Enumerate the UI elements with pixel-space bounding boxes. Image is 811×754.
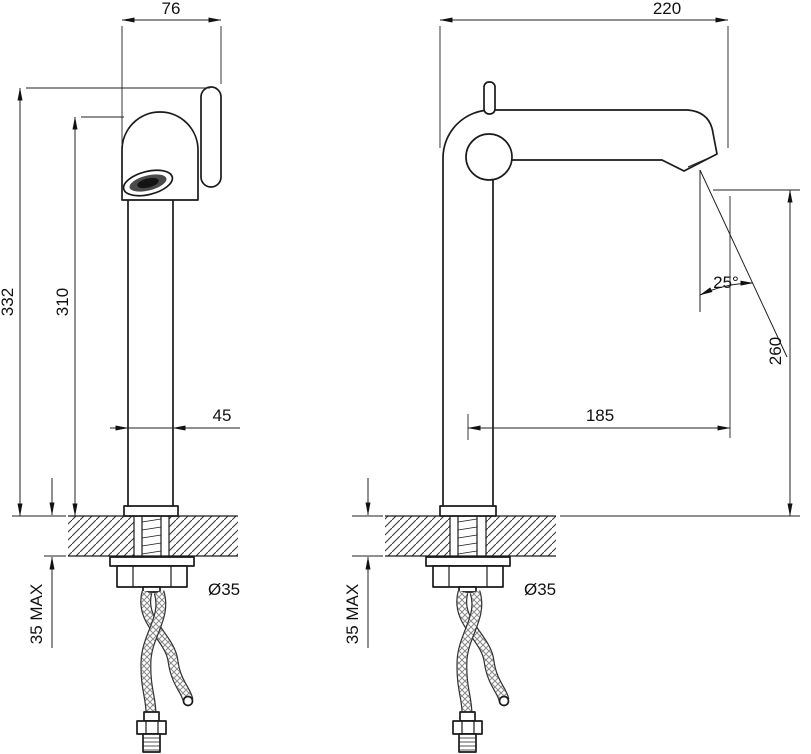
hose-connector-right [452, 711, 483, 753]
deck-hatch-left-a [68, 516, 134, 556]
dim-deck-max-right: 35 MAX [343, 584, 362, 644]
counter-section-left [68, 515, 238, 557]
hose-stub-right [458, 586, 477, 593]
hose-end-left [182, 695, 194, 707]
deck-hatch-right-b [486, 516, 556, 556]
washer-right [425, 556, 511, 567]
base-flange-left [123, 505, 179, 517]
faucet-body-right [439, 81, 718, 557]
supply-hoses-right [452, 590, 510, 753]
faucet-body-left [121, 86, 222, 557]
stream-angle: 25° [699, 169, 788, 358]
dim-spout-angle: 25° [713, 273, 739, 292]
dim-hole-diameter-right: Ø35 [524, 580, 556, 599]
right-view: 25° [343, 0, 800, 753]
base-flange-right [439, 505, 497, 517]
hose-end-right [498, 695, 510, 707]
dim-spout-reach: 185 [586, 406, 614, 425]
counter-section-right [385, 515, 556, 557]
left-view: 76 332 310 45 35 MAX Ø35 [0, 0, 240, 753]
dimensions-right: 220 260 185 35 MAX Ø35 [343, 0, 800, 648]
dim-body-width: 45 [213, 406, 232, 425]
hose-stub-left [142, 586, 161, 593]
aerator-icon [122, 169, 174, 197]
swivel-joint [465, 133, 513, 181]
dim-overall-width: 220 [653, 0, 681, 18]
dim-hole-diameter-left: Ø35 [208, 580, 240, 599]
mounting-nut-right [432, 565, 504, 588]
mounting-hardware-left [109, 556, 195, 593]
dim-body-height: 310 [53, 288, 72, 316]
dim-deck-max-left: 35 MAX [27, 584, 46, 644]
deck-hatch-right-a [385, 516, 450, 556]
supply-hoses-left [136, 590, 194, 753]
dimensions-left: 76 332 310 45 35 MAX Ø35 [0, 0, 240, 648]
dim-head-width: 76 [162, 0, 181, 18]
handle-pin-right [483, 81, 496, 115]
mounting-hardware-right [425, 556, 511, 593]
dim-outlet-height: 260 [766, 337, 785, 365]
deck-hatch-left-b [169, 516, 238, 556]
washer-left [109, 556, 195, 567]
handle-lever-left [200, 86, 222, 188]
dim-overall-height: 332 [0, 288, 17, 316]
hose-connector-left [136, 711, 167, 753]
mounting-nut-left [116, 565, 188, 588]
